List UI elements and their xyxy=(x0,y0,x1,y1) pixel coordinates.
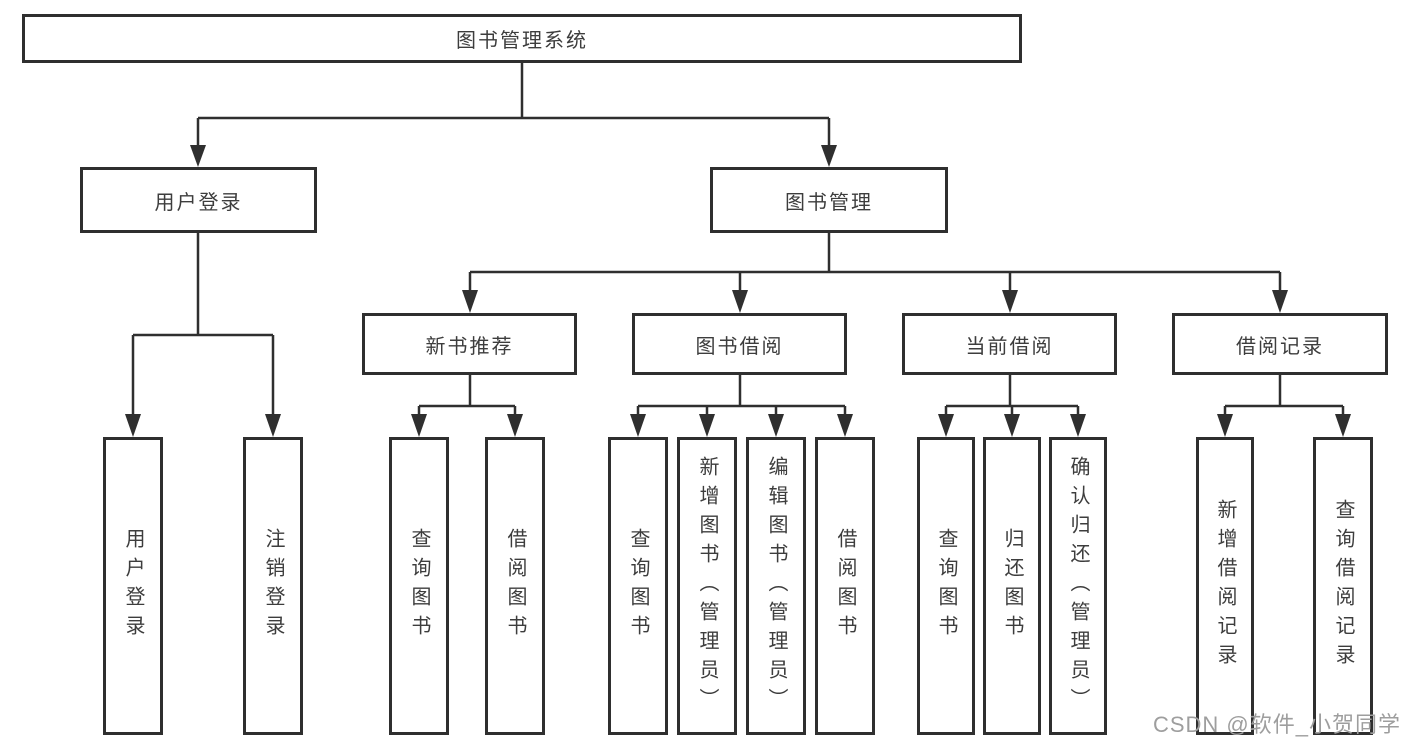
node-new-book-recommendation: 新书推荐 xyxy=(362,313,577,375)
leaf-add-book-admin: 新增图书（管理员） xyxy=(677,437,737,735)
leaf-borrow-books-recommend: 借阅图书 xyxy=(485,437,545,735)
leaf-borrow-books: 借阅图书 xyxy=(815,437,875,735)
leaf-user-login: 用户登录 xyxy=(103,437,163,735)
node-library-management-system: 图书管理系统 xyxy=(22,14,1022,63)
leaf-confirm-return-admin: 确认归还（管理员） xyxy=(1049,437,1107,735)
leaf-query-borrow-record: 查询借阅记录 xyxy=(1313,437,1373,735)
leaf-query-books-borrow: 查询图书 xyxy=(608,437,668,735)
node-book-management: 图书管理 xyxy=(710,167,948,233)
leaf-return-book: 归还图书 xyxy=(983,437,1041,735)
node-current-borrowing: 当前借阅 xyxy=(902,313,1117,375)
leaf-add-borrow-record: 新增借阅记录 xyxy=(1196,437,1254,735)
leaf-logout: 注销登录 xyxy=(243,437,303,735)
node-borrowing-records: 借阅记录 xyxy=(1172,313,1388,375)
node-user-login: 用户登录 xyxy=(80,167,317,233)
node-book-borrowing: 图书借阅 xyxy=(632,313,847,375)
leaf-query-books-recommend: 查询图书 xyxy=(389,437,449,735)
csdn-watermark: CSDN @软件_小贺同学 xyxy=(1152,712,1401,737)
leaf-query-books-current: 查询图书 xyxy=(917,437,975,735)
leaf-edit-book-admin: 编辑图书（管理员） xyxy=(746,437,806,735)
